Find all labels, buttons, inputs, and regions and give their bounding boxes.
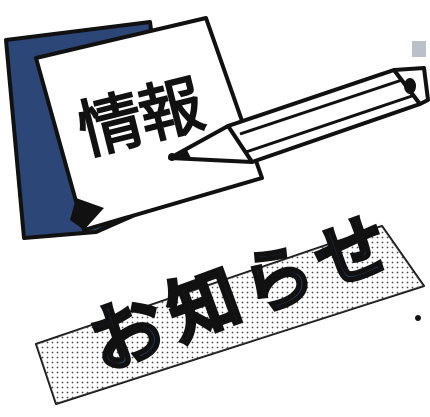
ink-dot-decoration <box>415 315 421 321</box>
dotted-banner <box>35 225 425 405</box>
folded-corner <box>70 198 104 230</box>
note-card: 情報 <box>34 16 264 232</box>
pencil-icon <box>168 66 430 164</box>
gray-square-decoration <box>412 41 426 57</box>
